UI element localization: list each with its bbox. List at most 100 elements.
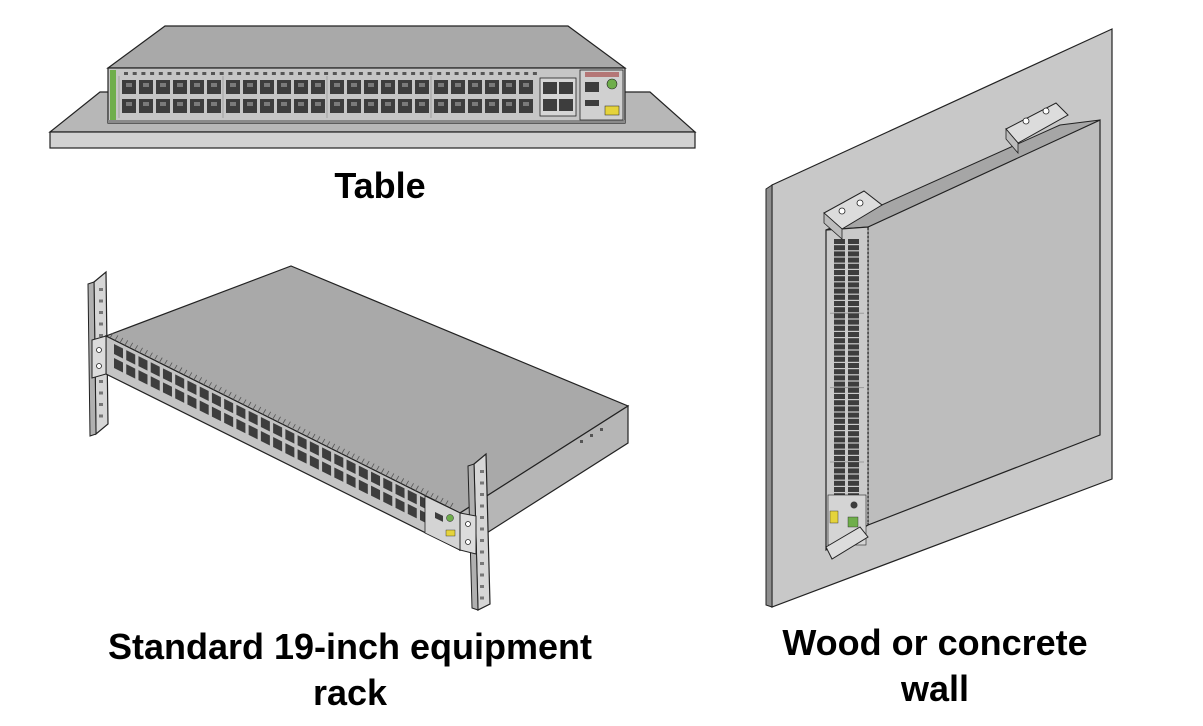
table-front-edge	[49, 131, 696, 149]
rack-port-grid	[109, 332, 454, 525]
wall-board-edge	[765, 184, 773, 608]
port	[848, 381, 859, 387]
port	[322, 447, 332, 462]
port	[848, 338, 859, 344]
caption-rack: Standard 19-inch equipment rack	[40, 624, 660, 716]
port	[848, 325, 859, 331]
port	[383, 477, 393, 493]
wall-bracket-bottom	[825, 526, 869, 560]
port	[848, 350, 859, 356]
port	[248, 424, 258, 440]
port	[346, 459, 356, 475]
port	[322, 461, 332, 476]
port	[834, 437, 845, 443]
port	[395, 483, 405, 499]
port	[834, 257, 845, 263]
port	[273, 437, 283, 452]
port	[848, 356, 859, 362]
port	[848, 294, 859, 300]
port	[346, 473, 356, 489]
caption-rack-line1: Standard 19-inch equipment	[107, 626, 593, 667]
port	[848, 431, 859, 437]
port	[126, 364, 136, 379]
port	[371, 471, 381, 487]
port	[848, 239, 859, 244]
port	[834, 449, 845, 455]
port	[211, 392, 221, 408]
port	[834, 356, 845, 362]
port	[285, 429, 295, 444]
port	[236, 404, 246, 420]
port	[834, 375, 845, 381]
port	[407, 489, 417, 505]
port	[848, 474, 859, 480]
port	[834, 418, 845, 424]
port	[371, 485, 381, 501]
port	[834, 313, 845, 319]
wall-port-grid	[830, 239, 864, 499]
port	[834, 462, 845, 468]
port	[162, 368, 172, 383]
port	[848, 394, 859, 399]
port	[834, 338, 845, 344]
port	[848, 307, 859, 313]
rack-mount-illustration	[80, 258, 640, 613]
port	[848, 443, 859, 449]
reset-button	[606, 78, 618, 90]
port	[834, 276, 845, 282]
port	[834, 319, 845, 325]
caption-wall-line2: wall	[900, 668, 970, 709]
id-label	[604, 105, 620, 116]
port	[834, 443, 845, 449]
port	[224, 398, 234, 414]
port	[848, 257, 859, 263]
port	[138, 356, 148, 371]
port	[834, 363, 845, 368]
port	[834, 487, 845, 492]
port	[834, 431, 845, 437]
switch-status-strip	[110, 70, 116, 120]
port	[834, 400, 845, 406]
switch-top	[106, 25, 627, 69]
port	[211, 406, 221, 422]
port	[138, 370, 148, 385]
port	[848, 313, 859, 319]
port	[834, 344, 845, 350]
port	[309, 441, 319, 456]
port	[285, 443, 295, 458]
port	[848, 282, 859, 288]
port	[848, 263, 859, 269]
port	[834, 270, 845, 275]
port	[834, 332, 845, 337]
switch-front-panel	[107, 67, 626, 124]
port	[834, 350, 845, 356]
port	[848, 387, 859, 393]
caption-rack-line2: rack	[312, 672, 388, 713]
port	[834, 239, 845, 244]
port	[834, 245, 845, 251]
port	[358, 479, 368, 495]
port	[848, 301, 859, 306]
port	[834, 263, 845, 269]
port	[260, 416, 270, 432]
port	[175, 388, 185, 403]
port	[126, 350, 136, 365]
port	[358, 465, 368, 481]
port	[260, 430, 270, 446]
port	[199, 400, 209, 416]
port	[848, 480, 859, 486]
port	[150, 362, 160, 377]
rack-ear-right	[459, 512, 477, 555]
port	[248, 410, 258, 426]
caption-table: Table	[334, 165, 426, 206]
caption-wall-line1: Wood or concrete	[782, 622, 1088, 663]
port	[334, 453, 344, 468]
port	[383, 491, 393, 507]
port	[834, 251, 845, 257]
port	[848, 369, 859, 375]
port	[834, 325, 845, 331]
port	[848, 344, 859, 350]
wall-mount-illustration	[760, 25, 1120, 610]
port	[848, 412, 859, 418]
port	[834, 425, 845, 430]
